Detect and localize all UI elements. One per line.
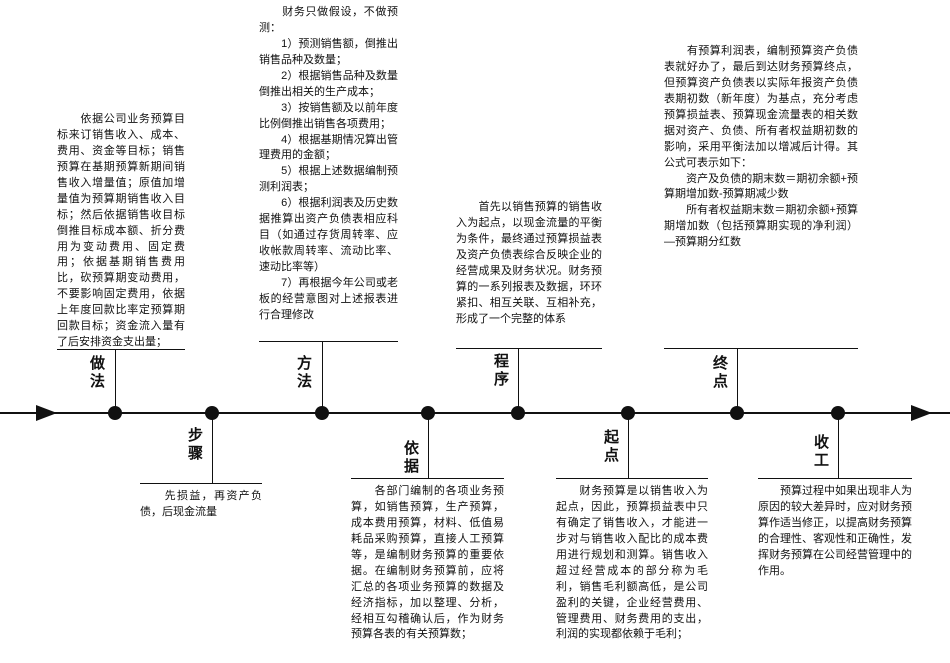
timeline-node-yiju [421,406,435,420]
note-chengxu: 首先以销售预算的销售收入为起点，以现金流量的平衡为条件，最终通过预算损益表及资产… [456,201,602,325]
note-fangfa: 财务只做假设，不做预测： 1）预测销售额，倒推出销售品种及数量； 2）根据销售品… [259,6,398,321]
note-rule-shougong [758,478,912,479]
stage-label-yiju: 依据 [402,440,419,476]
timeline-axis [0,412,950,414]
note-shougong: 预算过程中如果出现非人为原因的较大差异时，应对财务预算作适当修正，以提高财务预算… [758,485,912,577]
note-zhongdian: 有预算利润表，编制预算资产负债表就好办了，最后到达财务预算终点，但预算资产负债表… [664,45,858,249]
note-qidian: 财务预算是以销售收入为起点，因此，预算损益表中只有确定了销售收入，才能进一步对与… [556,485,708,641]
note-buzhou: 先损益，再资产负债，后现金流量 [140,490,262,518]
connector-shougong [838,414,839,478]
stage-label-zuofa: 做法 [88,355,105,391]
note-rule-chengxu [456,348,602,349]
timeline-node-fangfa [315,406,329,420]
connector-qidian [628,414,629,478]
connector-zuofa [115,349,116,413]
connector-chengxu [518,348,519,413]
timeline-node-zuofa [108,406,122,420]
timeline-arrow-left-icon [36,405,57,421]
timeline-arrow-right-icon [911,405,932,421]
note-zuofa: 依据公司业务预算目标来订销售收入、成本、费用、资金等目标；销售预算在基期预算新期… [57,113,185,349]
connector-fangfa [322,341,323,413]
timeline-node-shougong [831,406,845,420]
connector-yiju [428,414,429,478]
timeline-node-buzhou [205,406,219,420]
stage-label-fangfa: 方法 [295,355,312,391]
note-yiju: 各部门编制的各项业务预算，如销售预算，生产预算，成本费用预算，材料、低值易耗品采… [351,485,504,641]
stage-label-buzhou: 步骤 [186,427,203,463]
stage-label-zhongdian: 终点 [711,355,728,391]
timeline-node-qidian [621,406,635,420]
stage-label-qidian: 起点 [602,429,619,465]
note-rule-zuofa [57,349,185,350]
timeline-node-chengxu [511,406,525,420]
note-rule-qidian [556,478,708,479]
note-rule-yiju [351,478,504,479]
note-rule-buzhou [140,483,262,484]
connector-zhongdian [737,348,738,413]
stage-label-chengxu: 程序 [492,353,509,389]
timeline-node-zhongdian [730,406,744,420]
stage-label-shougong: 收工 [812,434,829,470]
connector-buzhou [212,414,213,483]
note-rule-fangfa [259,341,398,342]
note-rule-zhongdian [664,348,858,349]
